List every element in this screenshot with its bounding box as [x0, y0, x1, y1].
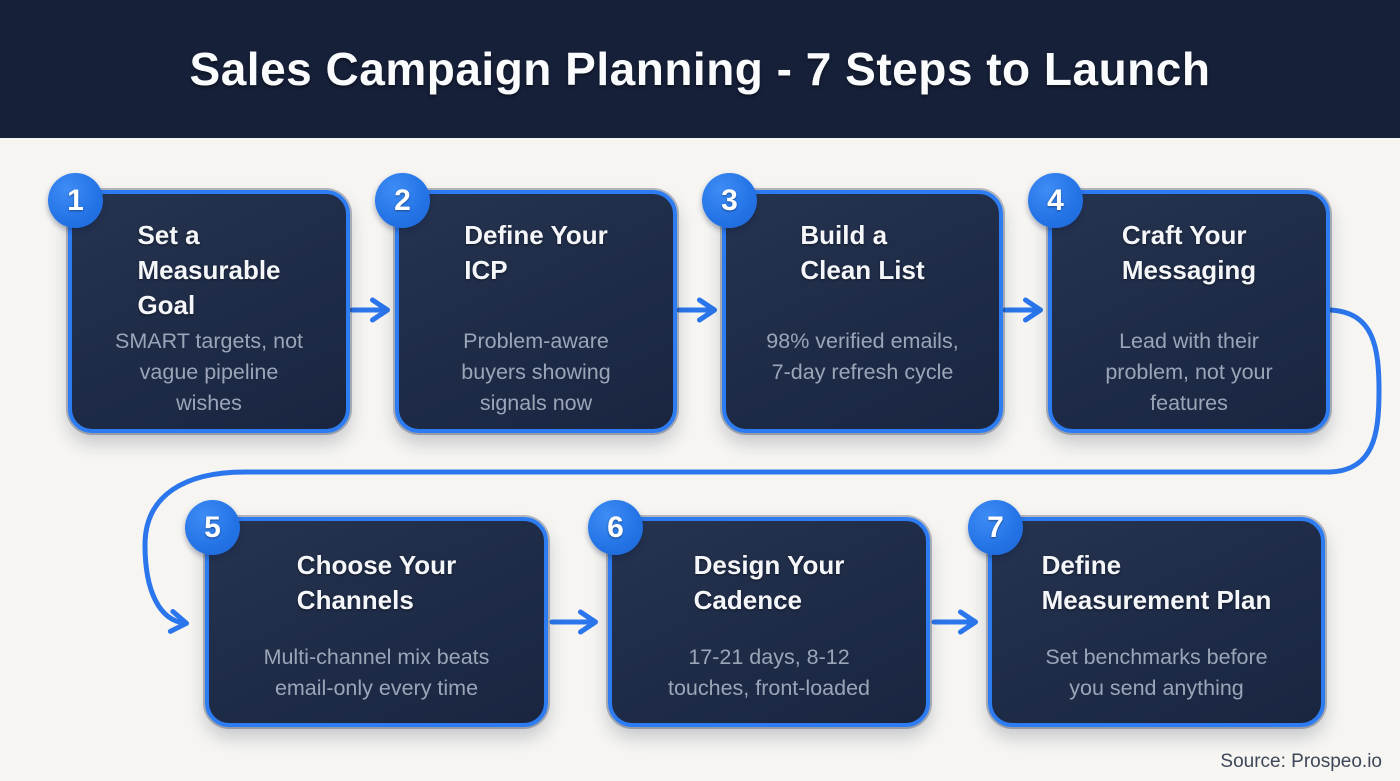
step-description: SMART targets, not vague pipeline wishes [114, 329, 303, 415]
step-description: Problem-aware buyers showing signals now [461, 329, 611, 415]
step-title: Choose Your Channels [296, 550, 457, 615]
step-card-2: 2 Define Your ICP Problem-aware buyers s… [375, 173, 677, 433]
step-3-number-badge: 3 [702, 173, 757, 228]
step-number: 7 [987, 510, 1004, 544]
step-title: Design Your Cadence [693, 550, 845, 615]
step-card-3: 3 Build a Clean List 98% verified emails… [702, 173, 1003, 433]
step-card-6: 6 Design Your Cadence 17-21 days, 8-12 t… [588, 500, 930, 727]
arrow-step4-step5-loop-icon [142, 307, 1382, 634]
source-credit: Source: Prospeo.io [1220, 751, 1382, 772]
step-description: Lead with their problem, not your featur… [1105, 329, 1273, 415]
step-6-number-badge: 6 [588, 500, 643, 555]
step-card-5: 5 Choose Your Channels Multi-channel mix… [185, 500, 548, 727]
page-title: Sales Campaign Planning - 7 Steps to Lau… [189, 43, 1211, 95]
step-description: Multi-channel mix beats email-only every… [263, 645, 490, 700]
step-number: 6 [607, 510, 624, 544]
header-banner: Sales Campaign Planning - 7 Steps to Lau… [0, 0, 1400, 138]
step-title: Set a Measurable Goal [137, 220, 281, 320]
step-number: 2 [394, 183, 411, 217]
flow-diagram: 1 Set a Measurable Goal SMART targets, n… [0, 138, 1400, 781]
step-4-number-badge: 4 [1028, 173, 1083, 228]
step-description: 98% verified emails, 7-day refresh cycle [766, 329, 959, 384]
step-title: Define Your ICP [464, 220, 608, 285]
step-title: Define Measurement Plan [1041, 550, 1272, 615]
flow-connector-arrows [142, 297, 1382, 635]
step-1-number-badge: 1 [48, 173, 103, 228]
step-number: 3 [721, 183, 738, 217]
step-description: 17-21 days, 8-12 touches, front-loaded [668, 645, 870, 700]
step-7-number-badge: 7 [968, 500, 1023, 555]
step-2-number-badge: 2 [375, 173, 430, 228]
step-number: 1 [67, 183, 84, 217]
step-title: Build a Clean List [800, 220, 925, 285]
step-5-number-badge: 5 [185, 500, 240, 555]
step-number: 5 [204, 510, 221, 544]
step-card-7: 7 Define Measurement Plan Set benchmarks… [968, 500, 1325, 727]
step-description: Set benchmarks before you send anything [1045, 645, 1268, 700]
step-card-4: 4 Craft Your Messaging Lead with their p… [1028, 173, 1330, 433]
step-number: 4 [1047, 183, 1064, 217]
step-card-1: 1 Set a Measurable Goal SMART targets, n… [48, 173, 350, 433]
step-title: Craft Your Messaging [1121, 220, 1257, 285]
